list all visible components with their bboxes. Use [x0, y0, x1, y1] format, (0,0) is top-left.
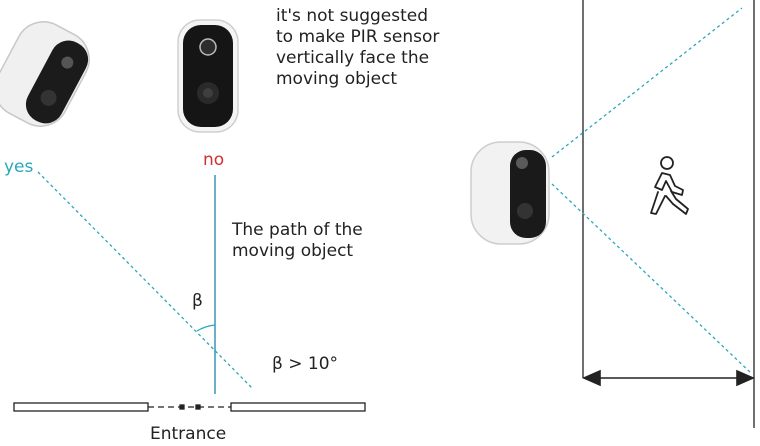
walking-person-icon	[650, 156, 689, 215]
beta-rule-label: β > 10°	[272, 354, 339, 374]
room-width-arrow	[582, 369, 755, 387]
camera-angled-icon	[0, 21, 90, 127]
entrance-label: Entrance	[150, 424, 227, 444]
room-outline	[582, 0, 755, 428]
beta-label: β	[192, 291, 203, 311]
beta-angle-arc	[196, 324, 216, 332]
detection-cone	[551, 7, 753, 375]
camera-front-icon	[177, 19, 239, 133]
path-label: The path of the moving object	[232, 220, 363, 261]
no-label: no	[203, 150, 225, 170]
yes-direction-line	[37, 171, 253, 389]
yes-label: yes	[4, 157, 34, 177]
pir-note-text: it's not suggested to make PIR sensor ve…	[276, 6, 440, 89]
entrance-wall	[13, 402, 366, 412]
camera-room-icon	[470, 141, 550, 245]
